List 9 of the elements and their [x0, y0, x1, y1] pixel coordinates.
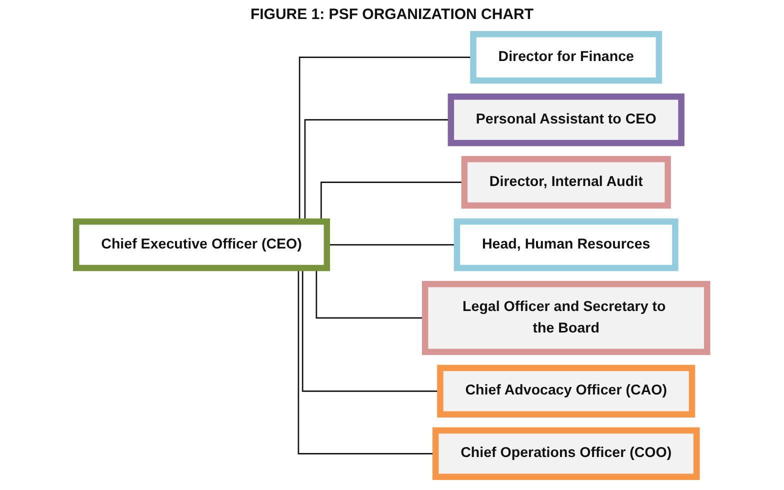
node-box: Director, Internal Audit	[462, 156, 672, 209]
chart-title: FIGURE 1: PSF ORGANIZATION CHART	[250, 6, 534, 23]
node-box: Chief Advocacy Officer (CAO)	[437, 364, 696, 418]
node-box: Chief Operations Officer (COO)	[432, 427, 700, 480]
node-box: Head, Human Resources	[454, 218, 679, 272]
node-box: Director for Finance	[470, 31, 662, 84]
node-box: Chief Executive Officer (CEO)	[73, 218, 330, 272]
node-box: Personal Assistant to CEO	[448, 94, 685, 146]
node-box: Legal Officer and Secretary to the Board	[422, 280, 711, 356]
